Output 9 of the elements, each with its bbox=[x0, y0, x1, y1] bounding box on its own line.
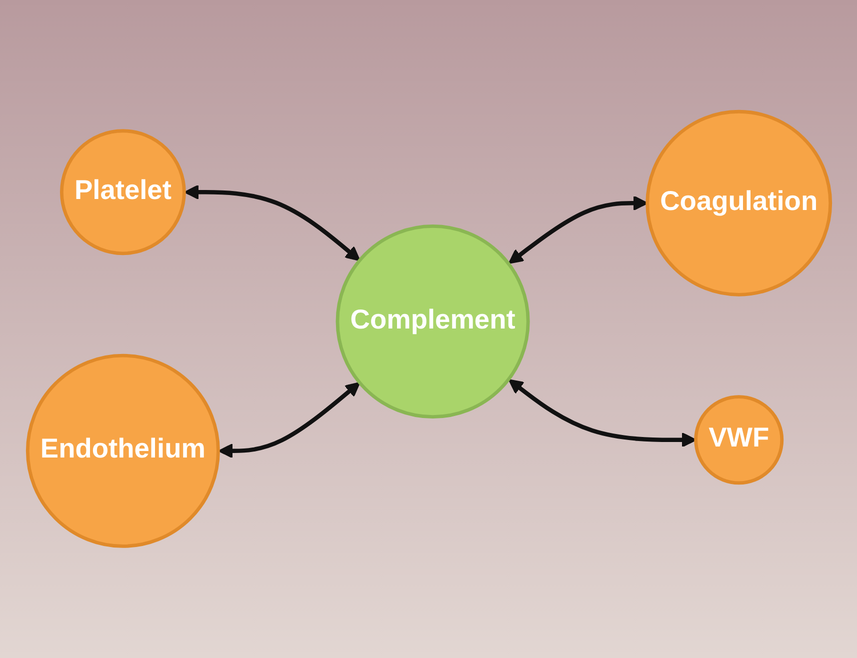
node-circle: Platelet bbox=[59, 129, 186, 256]
arrow bbox=[508, 196, 648, 264]
node-circle: Endothelium bbox=[25, 354, 220, 548]
node-circle: Complement bbox=[335, 224, 530, 419]
arrow bbox=[218, 382, 360, 458]
arrow bbox=[184, 184, 360, 262]
arrow bbox=[508, 379, 696, 448]
node-circle: VWF bbox=[694, 395, 784, 485]
node-circle: Coagulation bbox=[645, 110, 832, 296]
